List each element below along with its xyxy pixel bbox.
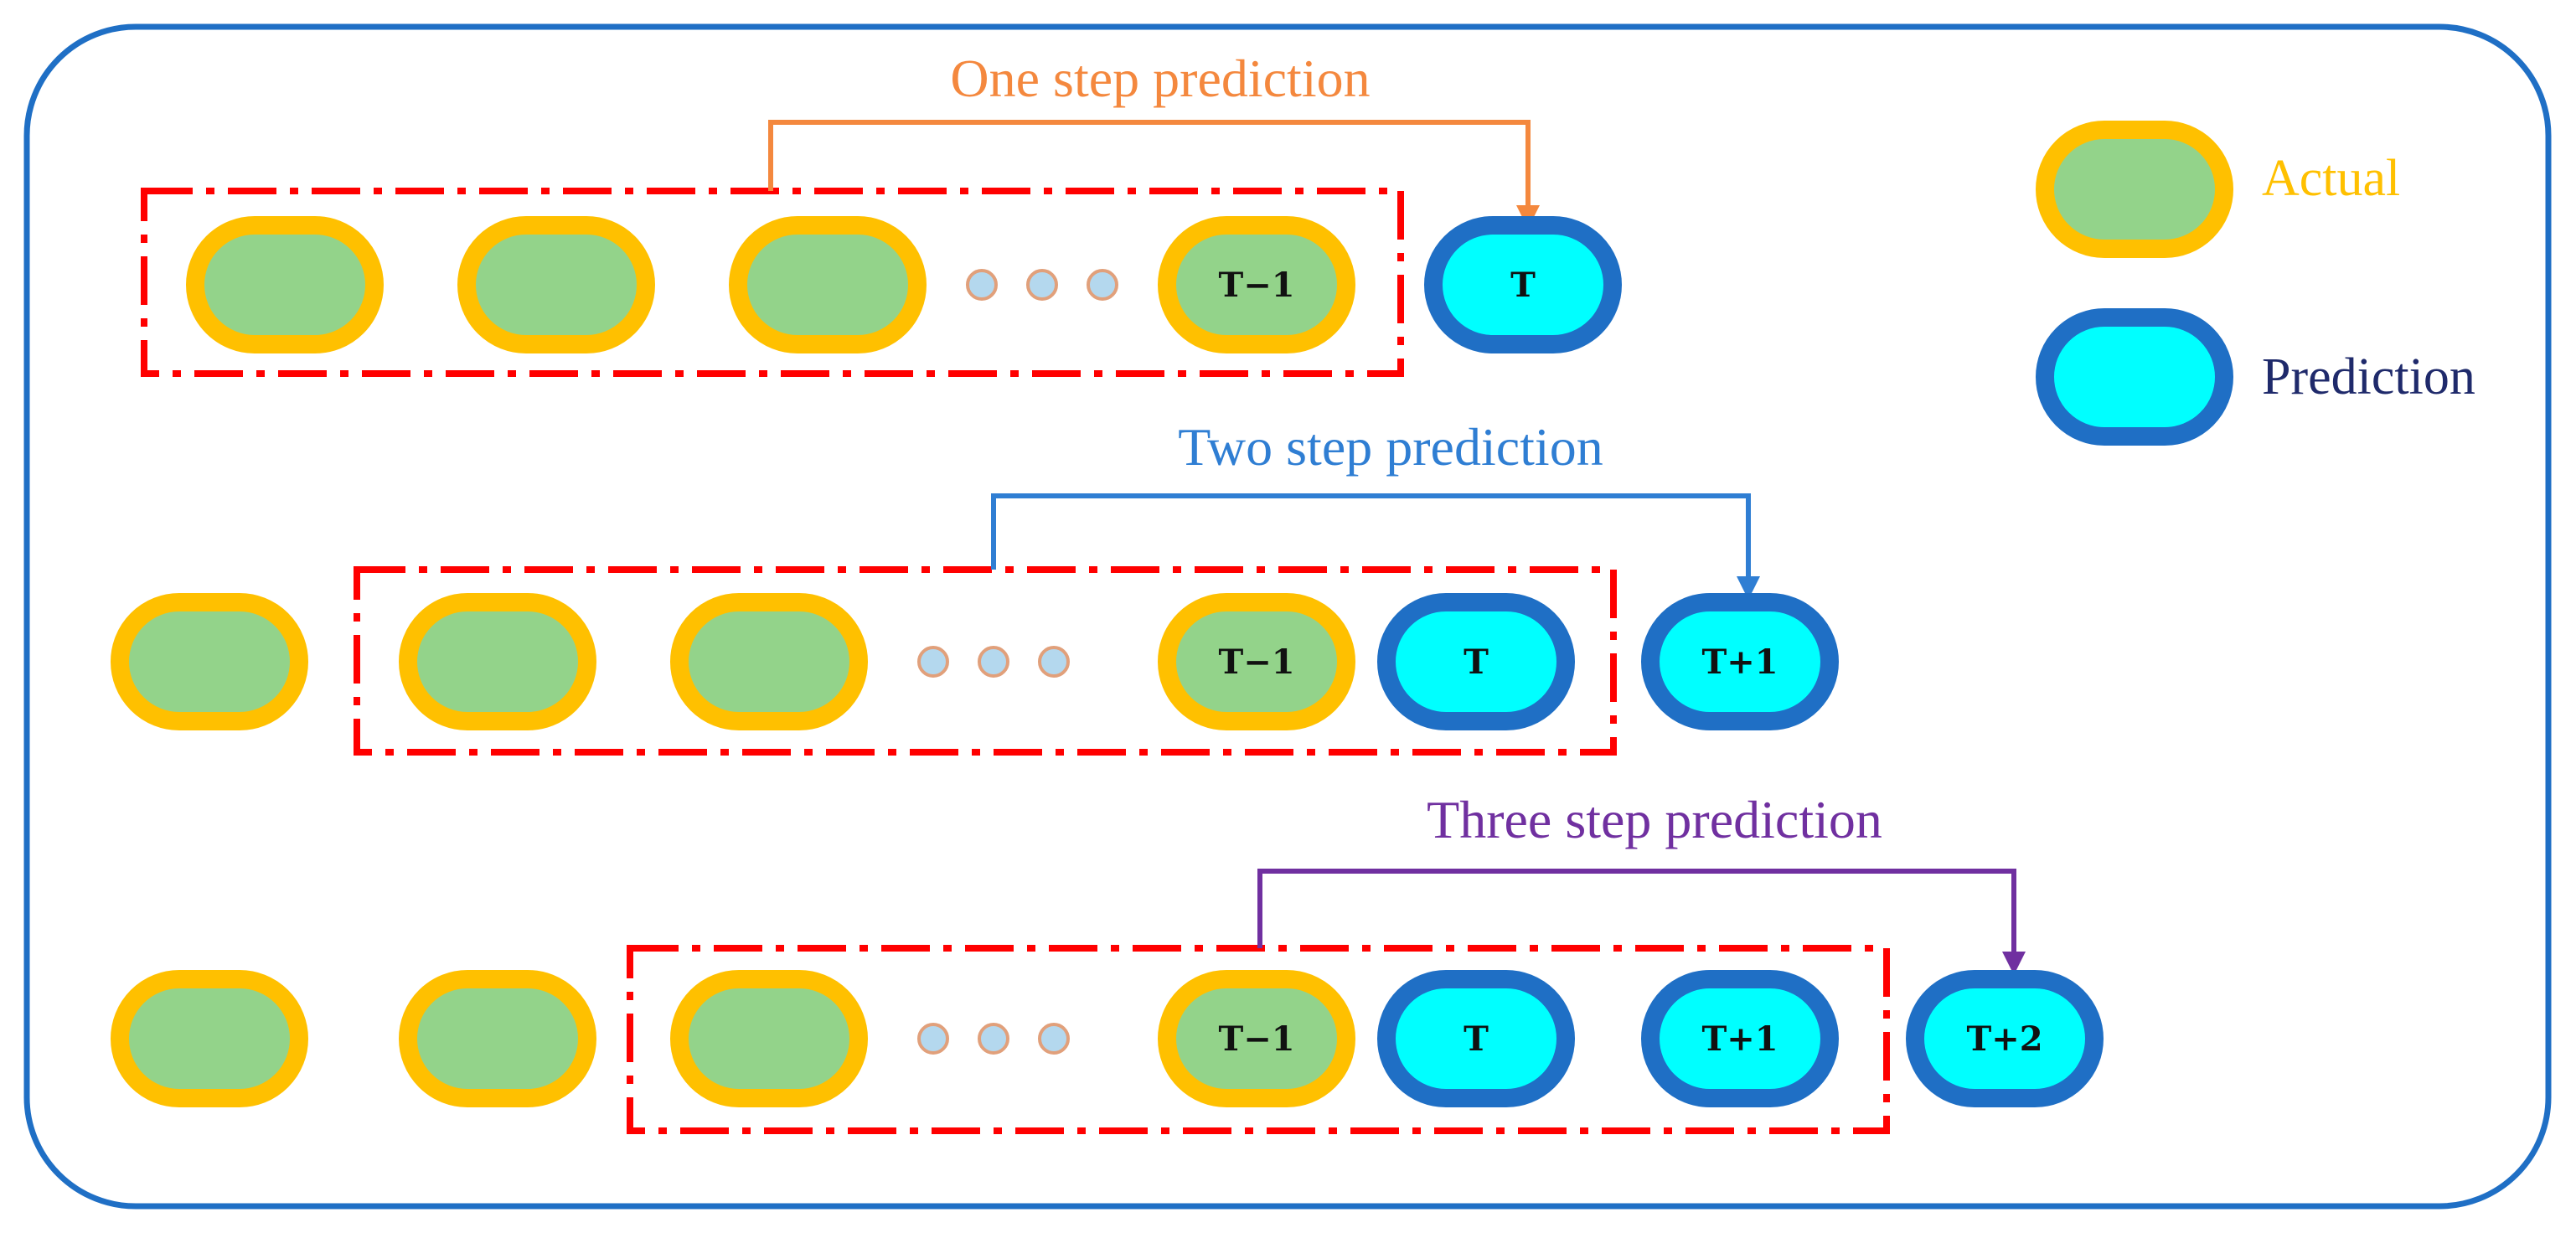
node-capsule (670, 593, 868, 730)
legend-actual: Actual (2036, 121, 2400, 258)
actual-node (2036, 121, 2233, 258)
prediction-arrowhead (2002, 952, 2026, 975)
node-capsule (1641, 593, 1839, 730)
node-capsule (1424, 216, 1622, 353)
actual-node (457, 216, 655, 353)
actual-node: T−1 (1158, 593, 1355, 730)
actual-node (670, 593, 868, 730)
prediction-capsule-icon (2036, 308, 2233, 446)
node-sequence: T−1 T T+1 T+2 (111, 970, 2104, 1107)
actual-node (186, 216, 384, 353)
node-label: T+1 (1701, 1019, 1778, 1059)
actual-node: T−1 (1158, 216, 1355, 353)
node-label: T−1 (1218, 266, 1294, 305)
node-capsule (1641, 970, 1839, 1107)
row-title: Two step prediction (1178, 417, 1603, 477)
node-capsule (1377, 593, 1575, 730)
legend: Actual Prediction (2036, 121, 2475, 446)
prediction-arrowhead (1737, 576, 1760, 600)
node-sequence: T−1 T (186, 216, 1622, 353)
node-capsule (1158, 970, 1355, 1107)
node-label: T (1464, 1019, 1489, 1059)
node-capsule (1158, 216, 1355, 353)
actual-capsule-icon (2036, 121, 2233, 258)
prediction-bracket (768, 120, 1531, 209)
ellipsis-dot (1026, 269, 1058, 301)
node-label: T+2 (1966, 1019, 2042, 1059)
row-one-step: One step prediction T−1 T (141, 49, 1622, 377)
prediction-node: T (1377, 593, 1575, 730)
node-capsule (2036, 308, 2233, 446)
actual-node (729, 216, 927, 353)
prediction-node (2036, 308, 2233, 446)
legend-prediction: Prediction (2036, 308, 2475, 446)
ellipsis-dot (1038, 1023, 1070, 1055)
node-capsule (1906, 970, 2104, 1107)
node-label: T (1464, 642, 1489, 682)
ellipsis-dots (917, 1023, 1070, 1055)
actual-node (399, 593, 596, 730)
ellipsis-dot (917, 646, 949, 678)
node-capsule (111, 970, 308, 1107)
node-capsule (1377, 970, 1575, 1107)
prediction-bracket (1257, 869, 2016, 955)
row-title: One step prediction (950, 49, 1370, 108)
node-capsule (1158, 593, 1355, 730)
legend-actual-label: Actual (2262, 150, 2400, 207)
node-capsule (399, 593, 596, 730)
row-two-step: Two step prediction T−1 T T+1 (111, 417, 1839, 756)
ellipsis-dot (1038, 646, 1070, 678)
node-capsule (186, 216, 384, 353)
node-label: T+1 (1701, 642, 1778, 682)
node-capsule (399, 970, 596, 1107)
node-capsule (457, 216, 655, 353)
row-three-step: Three step prediction T−1 T T+1 T+2 (111, 790, 2104, 1134)
ellipsis-dot (917, 1023, 949, 1055)
prediction-node: T+1 (1641, 593, 1839, 730)
node-capsule (729, 216, 927, 353)
prediction-bracket (991, 493, 1751, 580)
node-label: T (1510, 266, 1536, 305)
legend-prediction-label: Prediction (2262, 348, 2475, 405)
node-label: T−1 (1218, 1019, 1294, 1059)
prediction-node: T (1377, 970, 1575, 1107)
node-capsule (111, 593, 308, 730)
ellipsis-dot (1087, 269, 1118, 301)
prediction-node: T+2 (1906, 970, 2104, 1107)
ellipsis-dot (966, 269, 998, 301)
actual-node (399, 970, 596, 1107)
actual-node (111, 970, 308, 1107)
node-label: T−1 (1218, 642, 1294, 682)
input-window-box (354, 566, 1617, 756)
actual-node (670, 970, 868, 1107)
actual-node (111, 593, 308, 730)
ellipsis-dot (978, 1023, 1009, 1055)
node-sequence: T−1 T T+1 (111, 593, 1839, 730)
outer-frame (23, 23, 2552, 1210)
row-title: Three step prediction (1427, 790, 1882, 849)
actual-node: T−1 (1158, 970, 1355, 1107)
prediction-node: T+1 (1641, 970, 1839, 1107)
ellipsis-dots (966, 269, 1118, 301)
prediction-node: T (1424, 216, 1622, 353)
ellipsis-dots (917, 646, 1070, 678)
node-capsule (670, 970, 868, 1107)
ellipsis-dot (978, 646, 1009, 678)
node-capsule (2036, 121, 2233, 258)
